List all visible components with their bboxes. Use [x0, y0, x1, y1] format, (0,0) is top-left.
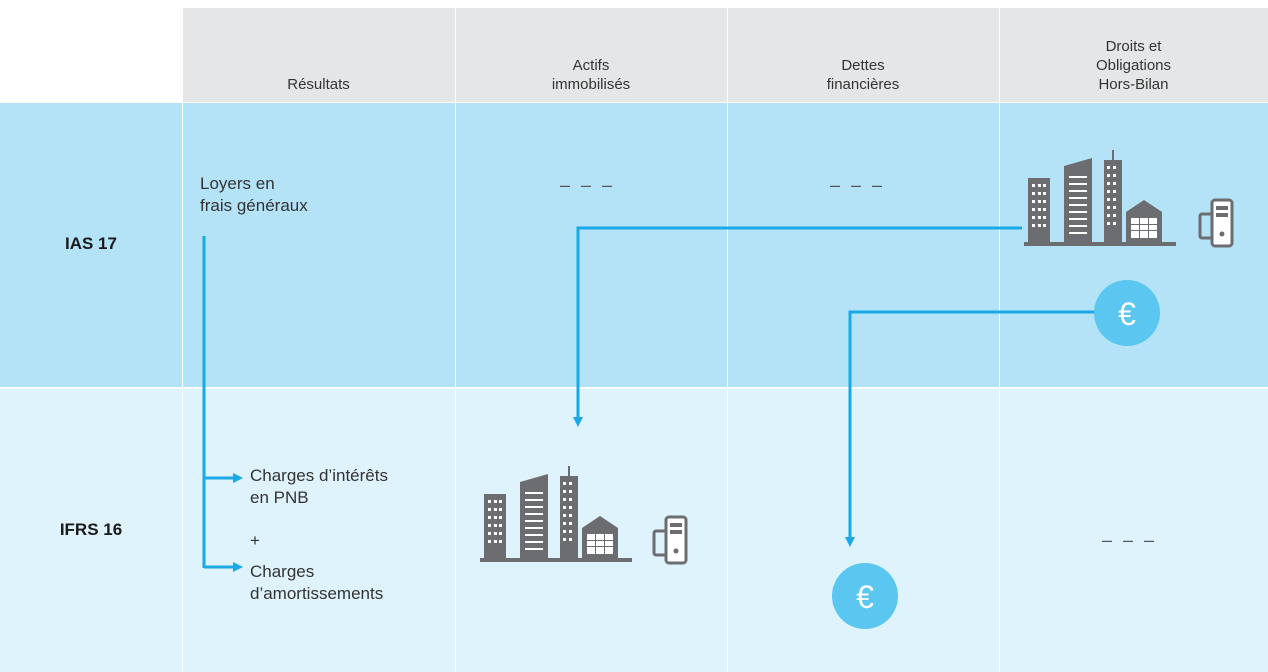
svg-text:€: € [856, 579, 874, 615]
buildings-icon [1024, 150, 1176, 246]
ifrs16-row-background [0, 389, 1268, 672]
svg-text:€: € [1118, 296, 1136, 332]
buildings-icon [480, 466, 632, 562]
ias17-resultats-text: Loyers en frais généraux [200, 174, 308, 215]
ifrs16-plus-sign: + [250, 531, 260, 550]
ifrs16-charges-interets-text: Charges d’intérêts en PNB [250, 466, 388, 507]
header-hors-bilan: Droits et Obligations Hors-Bilan [1095, 38, 1172, 93]
header-resultats: Résultats [287, 76, 350, 93]
row-label-ifrs16: IFRS 16 [59, 520, 123, 539]
euro-coin-icon: € [1094, 280, 1160, 346]
arrow-building-to-actifs [573, 226, 1022, 427]
ifrs16-hors-bilan-empty: – – – [1102, 530, 1158, 550]
header-actifs-immobilises: Actifs immobilisés [551, 57, 631, 93]
ias17-actifs-empty: – – – [560, 175, 616, 195]
column-divider [727, 8, 728, 672]
ifrs16-charges-amortissements-text: Charges d’amortissements [250, 562, 384, 603]
euro-coin-icon: € [832, 563, 898, 629]
column-divider [455, 8, 456, 672]
column-divider [182, 8, 183, 672]
ias17-dettes-empty: – – – [830, 175, 886, 195]
computer-icon [1198, 198, 1234, 248]
arrow-euro-to-dettes [845, 310, 1096, 547]
computer-icon [652, 515, 688, 565]
row-label-ias17: IAS 17 [65, 234, 117, 253]
header-row-background [182, 8, 1268, 102]
header-dettes-financieres: Dettes financières [826, 57, 900, 93]
arrow-loyers-to-charges [202, 236, 243, 572]
column-divider [999, 8, 1000, 672]
